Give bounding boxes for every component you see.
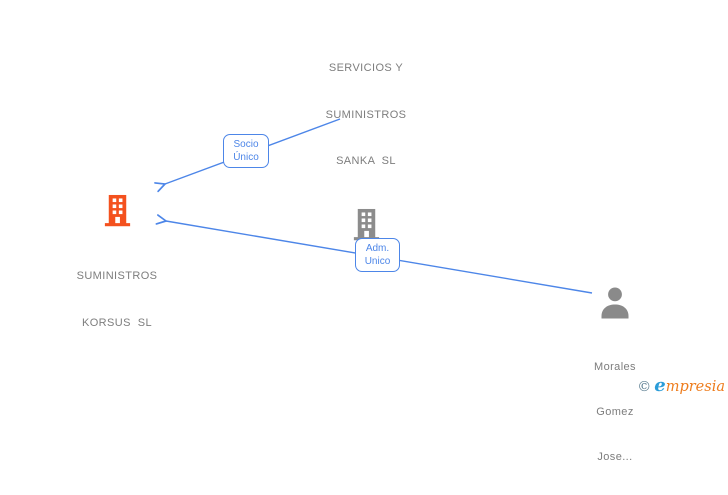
edge-label-line: Socio bbox=[233, 138, 259, 150]
person-name-line: Gomez bbox=[596, 406, 634, 418]
edge-label-line: Adm. bbox=[365, 242, 390, 254]
company-name-sanka: SERVICIOS Y SUMINISTROS SANKA SL bbox=[326, 30, 407, 201]
person-name-line: Jose... bbox=[597, 451, 633, 463]
copyright-symbol: © bbox=[637, 379, 652, 395]
person-icon bbox=[598, 286, 632, 325]
edge-label-line: Único bbox=[233, 152, 259, 163]
node-company-sanka[interactable]: SERVICIOS Y SUMINISTROS SANKA SL bbox=[302, 30, 430, 246]
edge-label-adm-unico: Adm. Unico bbox=[355, 238, 400, 272]
empresia-logo-e: e bbox=[654, 375, 666, 396]
company-name-line: SANKA SL bbox=[336, 155, 396, 167]
company-name-line: SUMINISTROS bbox=[325, 108, 407, 121]
empresia-logo-text: mpresia bbox=[665, 379, 725, 395]
shareholding-diagram: SERVICIOS Y SUMINISTROS SANKA SL bbox=[57, 30, 725, 463]
person-name-line: Morales bbox=[594, 361, 636, 373]
edge-label-socio-unico: Socio Único bbox=[223, 134, 269, 168]
company-name-korsus: SUMINISTROS KORSUS SL bbox=[77, 238, 158, 362]
node-company-korsus[interactable]: SUMINISTROS KORSUS SL bbox=[57, 194, 177, 362]
empresia-logo: ©empresia bbox=[637, 375, 725, 396]
company-name-line: SERVICIOS Y bbox=[328, 62, 404, 74]
edge-label-line: Unico bbox=[364, 256, 391, 267]
building-icon bbox=[101, 194, 134, 232]
person-name-morales: Morales Gomez Jose... bbox=[594, 330, 636, 495]
company-name-line: SUMINISTROS bbox=[76, 270, 158, 282]
company-name-line: KORSUS SL bbox=[81, 316, 152, 329]
